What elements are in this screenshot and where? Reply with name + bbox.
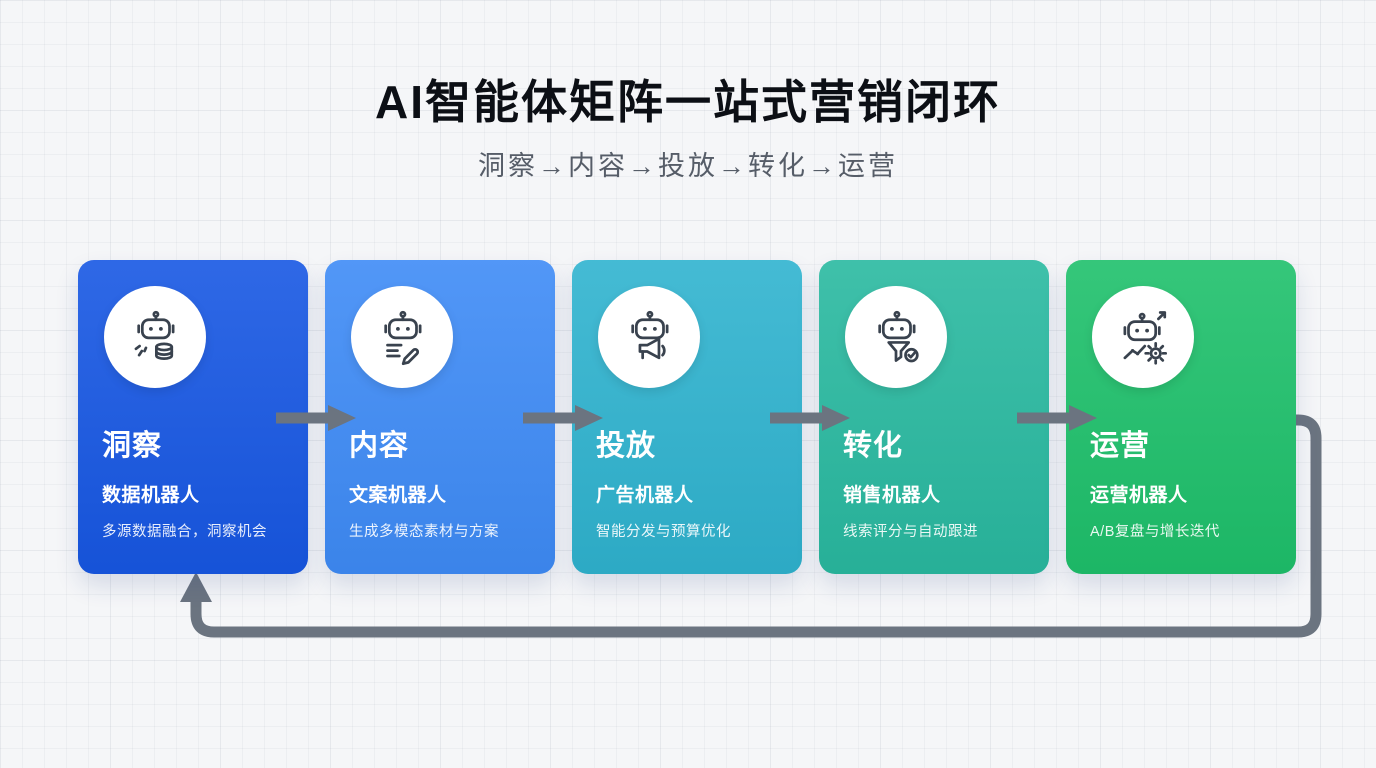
robot-name: 数据机器人 bbox=[102, 485, 200, 506]
robot-name: 运营机器人 bbox=[1090, 485, 1188, 506]
page-subtitle: 洞察→内容→投放→转化→运营 bbox=[478, 151, 898, 181]
stage-description: 线索评分与自动跟进 bbox=[843, 524, 978, 540]
stage-title: 运营 bbox=[1090, 430, 1151, 462]
sales-robot-icon bbox=[878, 310, 919, 363]
icon-circle bbox=[845, 286, 947, 388]
stage-card-insight: 洞察 数据机器人 多源数据融合，洞察机会 bbox=[78, 260, 308, 574]
robot-name: 销售机器人 bbox=[843, 485, 941, 506]
stage-title: 洞察 bbox=[102, 430, 163, 462]
stage-title: 投放 bbox=[596, 430, 657, 462]
icon-circle bbox=[104, 286, 206, 388]
flow-arrow-right-icon bbox=[1017, 405, 1097, 431]
stage-title: 内容 bbox=[349, 430, 410, 462]
icon-circle bbox=[1092, 286, 1194, 388]
operations-robot-icon bbox=[1123, 311, 1168, 365]
stage-card-ads: 投放 广告机器人 智能分发与预算优化 bbox=[572, 260, 802, 574]
copywriting-robot-icon bbox=[384, 310, 422, 366]
stage-description: 生成多模态素材与方案 bbox=[349, 524, 499, 540]
robot-name: 广告机器人 bbox=[596, 485, 694, 506]
arrow-head bbox=[575, 405, 603, 431]
page-title: AI智能体矩阵一站式营销闭环 bbox=[375, 76, 1001, 128]
robot-name: 文案机器人 bbox=[349, 485, 447, 506]
stage-card-operations: 运营 运营机器人 A/B复盘与增长迭代 bbox=[1066, 260, 1296, 574]
stage-description: A/B复盘与增长迭代 bbox=[1090, 524, 1220, 540]
stage-description: 智能分发与预算优化 bbox=[596, 524, 731, 540]
stage-card-conversion: 转化 销售机器人 线索评分与自动跟进 bbox=[819, 260, 1049, 574]
stage-cards-row: 洞察 数据机器人 多源数据融合，洞察机会 内容 bbox=[78, 260, 1296, 574]
flow-arrow-right-icon bbox=[523, 405, 603, 431]
loop-arrowhead bbox=[180, 572, 212, 602]
flow-arrow-right-icon bbox=[770, 405, 850, 431]
stage-description: 多源数据融合，洞察机会 bbox=[102, 524, 267, 540]
stage-title: 转化 bbox=[843, 430, 904, 462]
arrow-head bbox=[328, 405, 356, 431]
icon-circle bbox=[598, 286, 700, 388]
stage-card-content: 内容 文案机器人 生成多模态素材与方案 bbox=[325, 260, 555, 574]
flow-arrow-right-icon bbox=[276, 405, 356, 431]
arrow-head bbox=[822, 405, 850, 431]
ad-robot-icon bbox=[631, 310, 669, 360]
arrow-head bbox=[1069, 405, 1097, 431]
icon-circle bbox=[351, 286, 453, 388]
data-robot-icon bbox=[134, 310, 175, 360]
